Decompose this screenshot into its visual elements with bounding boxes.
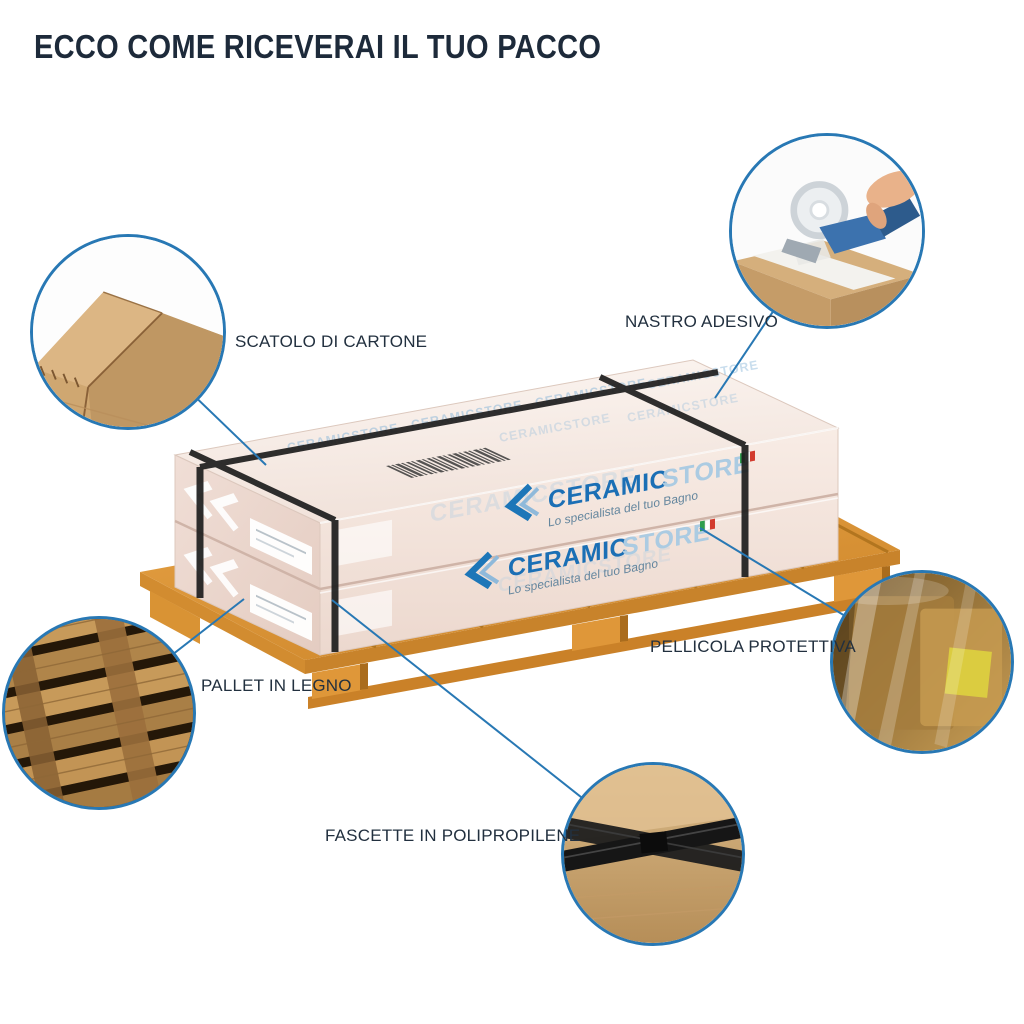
- label-slip: [250, 584, 312, 642]
- callout-circle-pallet: [2, 616, 196, 810]
- callout-circle-nastro: [729, 133, 925, 329]
- barcode: [386, 447, 511, 478]
- wooden-pallet-photo: [5, 619, 193, 807]
- package-boxes: CERAMICSTORE CERAMICSTORE CERAMICSTORE C…: [173, 358, 840, 656]
- label-slip: [250, 518, 312, 576]
- tape-gun-photo: [732, 136, 922, 326]
- label-fascette-in-polipropilene: FASCETTE IN POLIPROPILENE: [325, 826, 581, 845]
- callout-circle-scatolo: [30, 234, 226, 430]
- cardboard-box-corner-photo: [33, 237, 223, 427]
- label-slip: [336, 589, 392, 636]
- callout-circle-pellicola: [830, 570, 1014, 754]
- label-nastro-adesivo: NASTRO ADESIVO: [625, 312, 779, 331]
- label-slip: [336, 519, 392, 566]
- strapping-bands-photo: [564, 765, 742, 943]
- label-pellicola-protettiva: PELLICOLA PROTETTIVA: [650, 637, 856, 656]
- page-title: ECCO COME RICEVERAI IL TUO PACCO: [34, 28, 602, 65]
- callout-circle-fascette: [561, 762, 745, 946]
- italian-flag-icon: [700, 518, 715, 532]
- protective-film-photo: [833, 573, 1011, 751]
- label-pallet-in-legno: PALLET IN LEGNO: [201, 676, 352, 695]
- label-scatolo-di-cartone: SCATOLO DI CARTONE: [235, 332, 428, 351]
